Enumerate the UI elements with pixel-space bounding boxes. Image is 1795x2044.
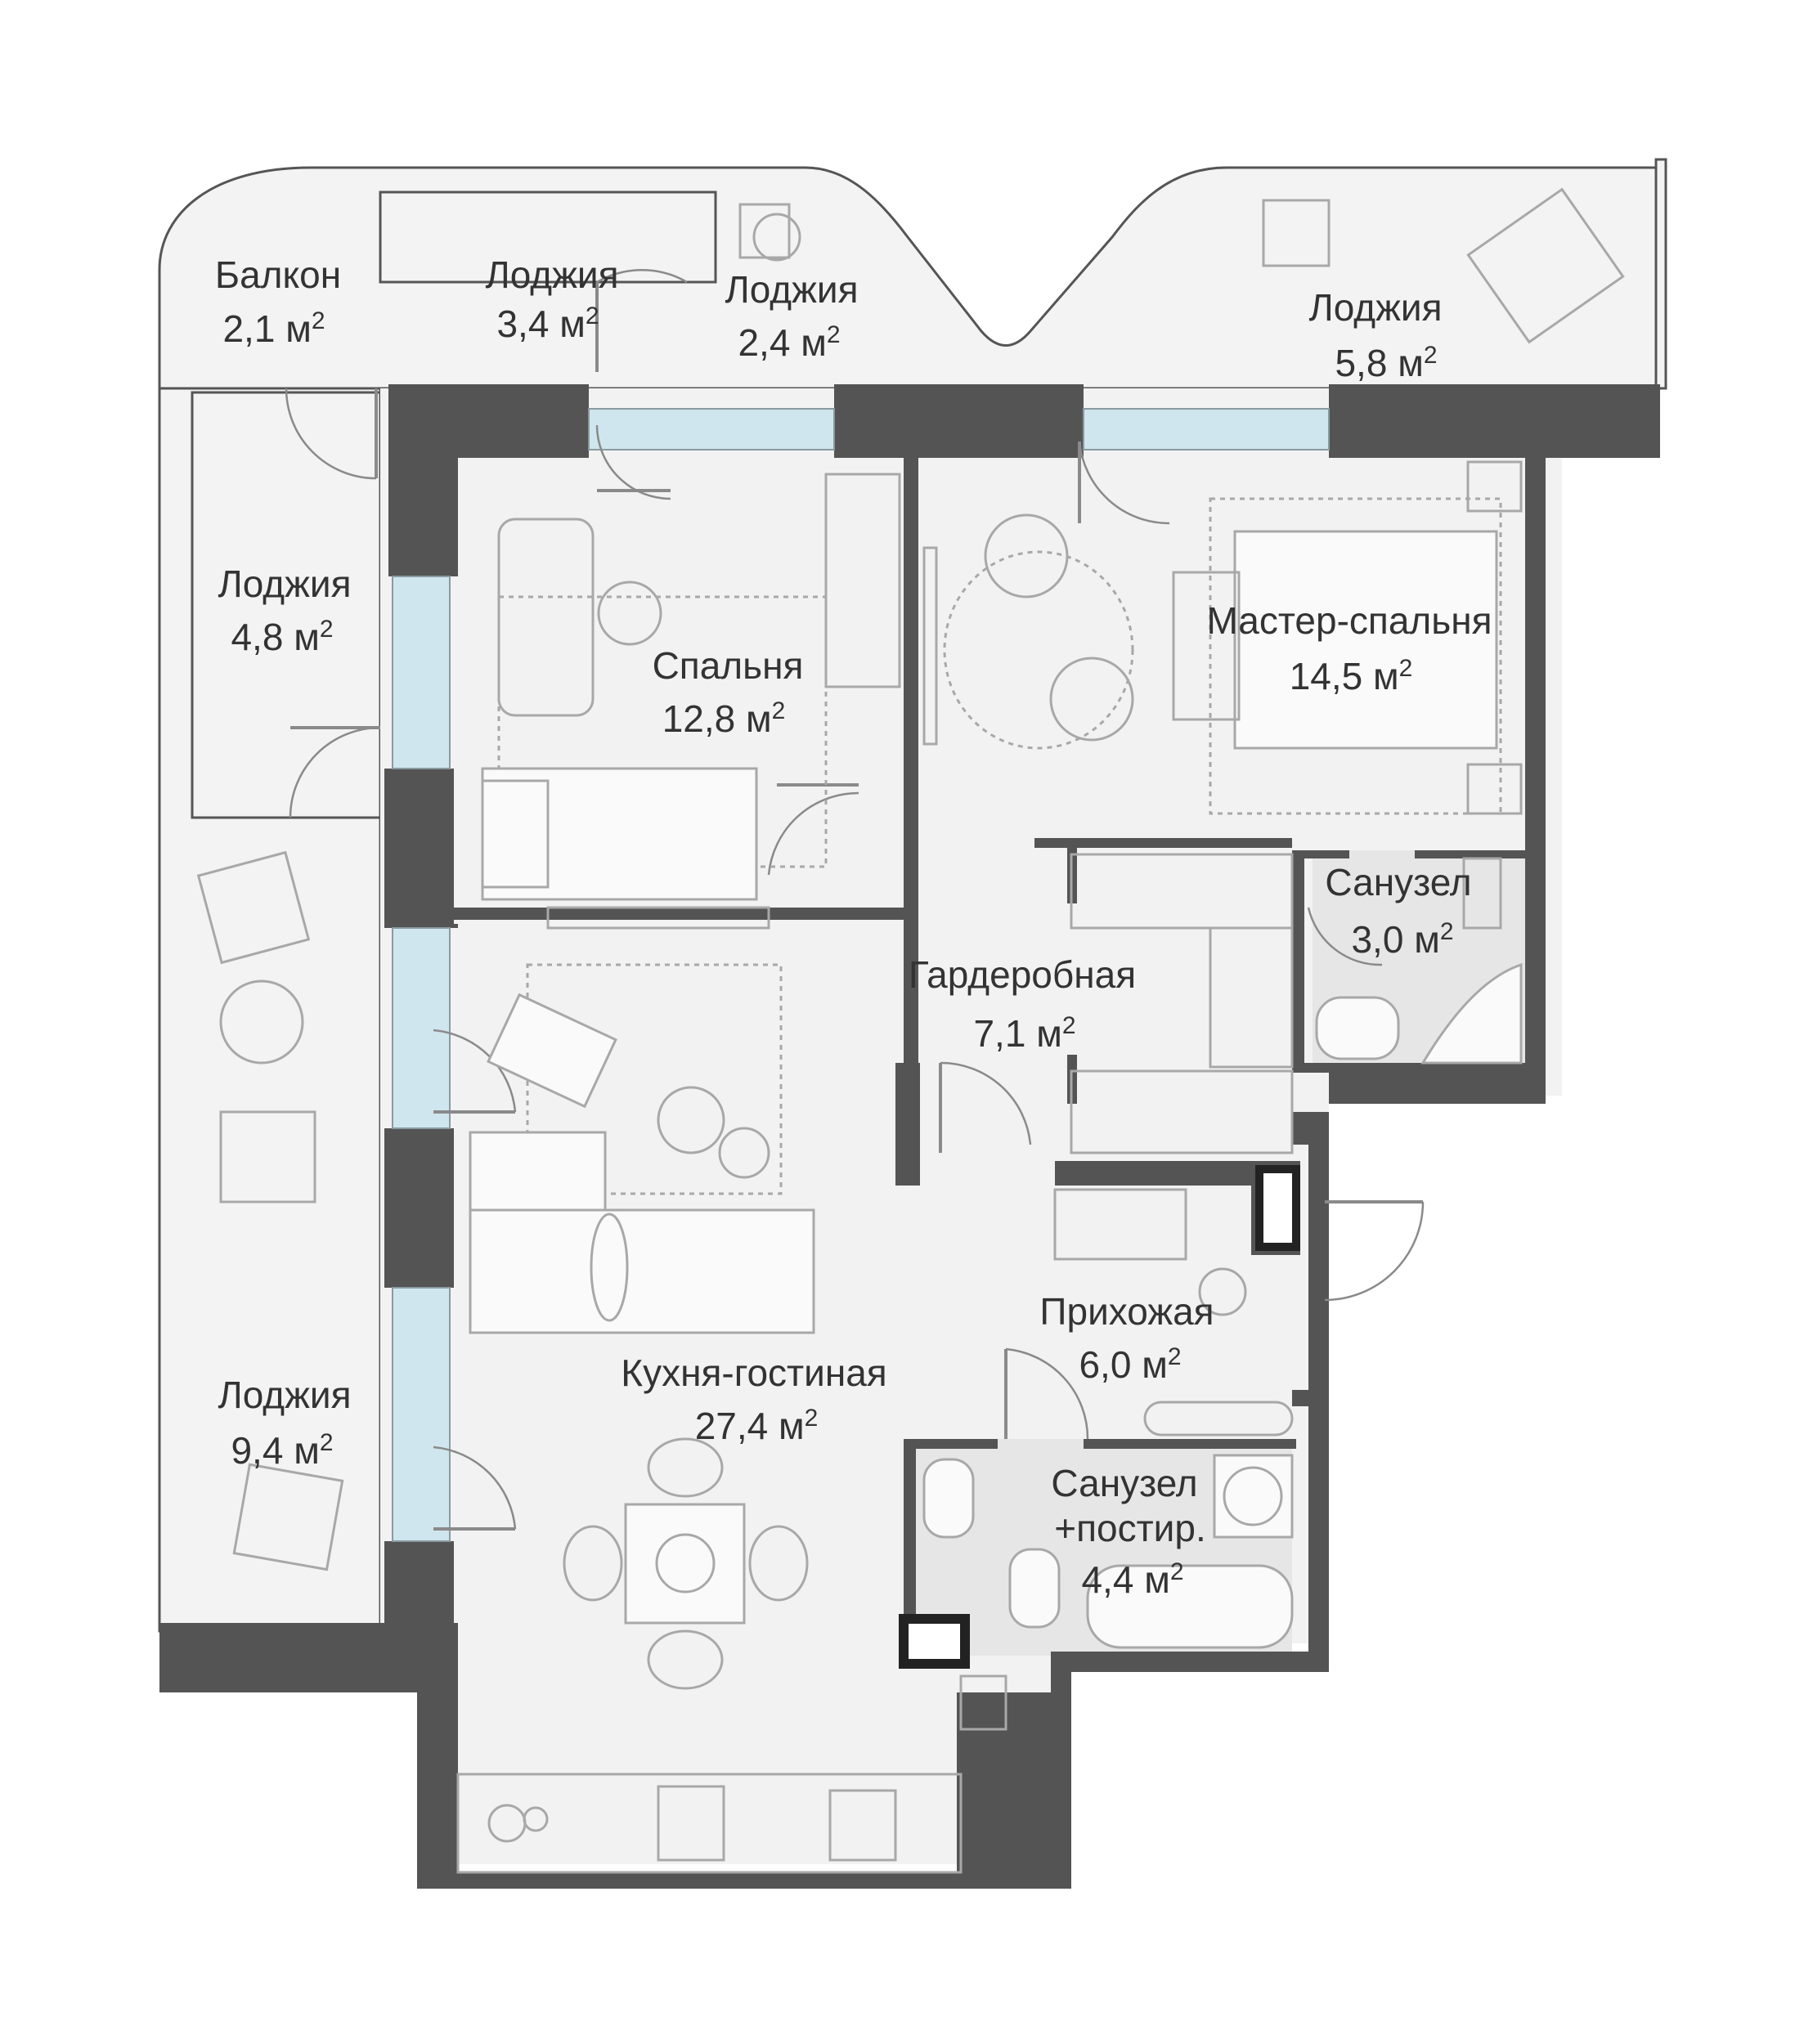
loggia3-label: Лоджия <box>1309 286 1443 329</box>
loggia2-area: 2,4 м2 <box>738 321 840 364</box>
wardrobe-area: 7,1 м2 <box>973 1012 1075 1055</box>
loggia1-label: Лоджия <box>486 253 619 296</box>
windows <box>392 408 1330 1542</box>
loggia1-area: 3,4 м2 <box>496 303 599 345</box>
walls <box>159 384 1660 1889</box>
outdoor-areas <box>158 158 1667 1633</box>
bath2-area: 4,4 м2 <box>1081 1558 1183 1601</box>
balcony-outline <box>158 166 1658 390</box>
hall-label: Прихожая <box>1039 1290 1214 1333</box>
balcon-label: Балкон <box>215 253 341 296</box>
furniture <box>196 187 1625 1874</box>
bath2-label-2: +постир. <box>1054 1507 1205 1549</box>
room-labels: Балкон 2,1 м2 Лоджия 3,4 м2 Лоджия 2,4 м… <box>215 253 1492 1601</box>
bath2-label: Санузел <box>1051 1462 1197 1504</box>
loggia4-label: Лоджия <box>218 563 352 605</box>
master-area: 14,5 м2 <box>1290 655 1413 697</box>
bedroom-label: Спальня <box>653 644 804 687</box>
loggia5-area: 9,4 м2 <box>231 1429 333 1472</box>
master-label: Мастер-спальня <box>1206 599 1492 642</box>
loggia3-area: 5,8 м2 <box>1335 342 1437 384</box>
duct-2 <box>1255 1165 1300 1251</box>
loggia4-area: 4,8 м2 <box>231 616 333 658</box>
duct-1 <box>899 1614 970 1669</box>
west-loggia-floor <box>158 387 382 1633</box>
balcon-area: 2,1 м2 <box>222 307 325 350</box>
loggia2-label: Лоджия <box>725 268 859 311</box>
bedroom-area: 12,8 м2 <box>662 697 786 740</box>
doors <box>285 269 1425 1531</box>
loggia5-label: Лоджия <box>218 1374 352 1416</box>
kitchen-area: 27,4 м2 <box>695 1405 819 1447</box>
bath1-label: Санузел <box>1325 861 1471 903</box>
bath1-area: 3,0 м2 <box>1351 918 1453 961</box>
wardrobe-label: Гардеробная <box>909 953 1136 996</box>
kitchen-label: Кухня-гостиная <box>621 1351 886 1394</box>
hall-area: 6,0 м2 <box>1079 1343 1181 1386</box>
